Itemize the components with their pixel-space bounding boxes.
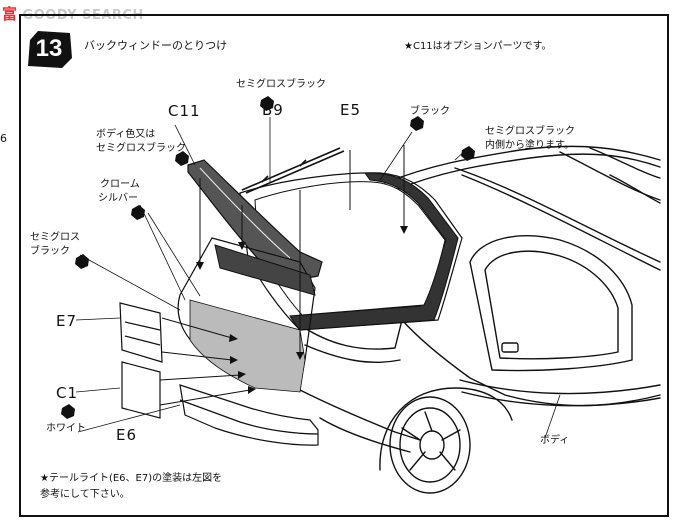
step-title: バックウィンドーのとりつけ [84, 39, 228, 52]
tail-light-note-2: 参考にして下さい。 [40, 489, 130, 500]
paint-label-white: ホワイト [46, 423, 86, 434]
leader-lines [75, 117, 561, 439]
step-badge: 13 [27, 31, 71, 67]
e5-window-frame-fill [289, 172, 459, 331]
b9-wiper [241, 147, 345, 194]
body-label: ボディ [540, 435, 570, 446]
part-code-e6: E6 [116, 426, 138, 444]
part-code-e7: E7 [56, 312, 78, 330]
e5-window-frame [239, 172, 463, 331]
tail-light-note-1: ★テールライト(E6、E7)の塗装は左図を [40, 473, 223, 484]
paint-label-semigloss-1: セミグロス [30, 232, 80, 243]
paint-label-body-or-2: セミグロスブラック [96, 143, 186, 154]
assembly-arrows [159, 145, 405, 406]
step-number: 13 [35, 35, 63, 62]
paint-label-b9: セミグロスブラック [236, 79, 326, 90]
rear-garnish-hatch [189, 299, 306, 393]
e7-tail-light [119, 302, 163, 363]
paint-label-semigloss-2: ブラック [30, 246, 70, 257]
e6-rear-bumper [179, 384, 319, 446]
paint-label-black: ブラック [410, 106, 450, 117]
part-code-c11: C11 [168, 102, 201, 120]
arrow-heads [196, 226, 408, 394]
paint-label-semigloss-inner-2: 内側から塗ります。 [485, 140, 574, 151]
part-code-e5: E5 [340, 101, 362, 119]
car-body-outline [299, 145, 661, 494]
paint-label-body-or-1: ボディ色又は [96, 129, 156, 140]
option-parts-note: ★C11はオプションパーツです。 [404, 41, 552, 52]
watermark-logo-char: 富 [2, 5, 18, 23]
step-badge-shape [28, 31, 72, 68]
paint-label-chrome-1: クローム [100, 179, 140, 190]
edge-page-mark: 6 [0, 132, 7, 145]
paint-label-semigloss-inner-1: セミグロスブラック [485, 126, 575, 137]
part-code-c1: C1 [56, 384, 79, 402]
c1-number-plate [121, 361, 161, 419]
part-code-b9: B9 [262, 101, 284, 119]
paint-swatches [61, 96, 475, 419]
instruction-frame [19, 14, 669, 517]
paint-label-chrome-2: シルバー [98, 193, 138, 204]
